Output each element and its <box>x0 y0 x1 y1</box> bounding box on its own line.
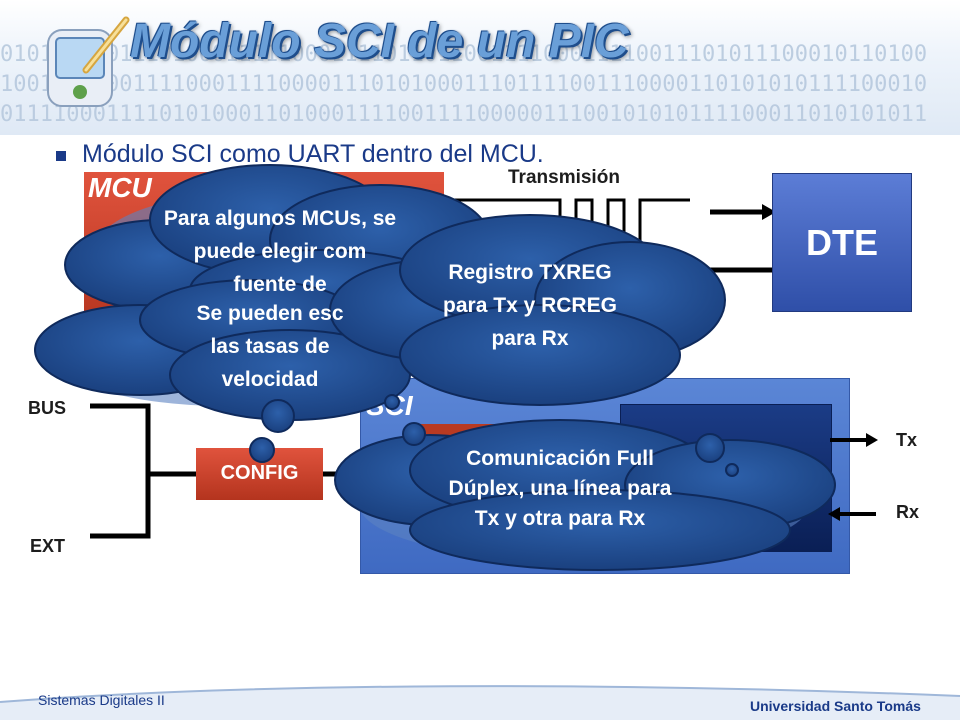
callout-registers-line-1: Registro TXREG <box>448 261 612 284</box>
config-label: CONFIG <box>220 462 299 484</box>
callout-registers-line-2: para Tx y RCREG <box>443 294 617 317</box>
tx-label: Tx <box>896 430 918 450</box>
bullet-marker <box>56 151 66 161</box>
callout-baud-rate: Se pueden esc las tasas de velocidad <box>60 297 480 396</box>
callout-mcu-clock-line-2: puede elegir com <box>193 240 367 263</box>
ext-label: EXT <box>30 536 66 556</box>
binary-background: 0101110001110100011111000111101101100111… <box>0 42 928 127</box>
callout-baud-rate-line-3: velocidad <box>221 368 319 391</box>
rx-label: Rx <box>896 502 920 522</box>
callout-mcu-clock-line-1: Para algunos MCUs, se <box>163 207 397 230</box>
callout-registers-line-3: para Rx <box>491 327 569 350</box>
mcu-label: MCU <box>88 172 152 203</box>
callout-full-duplex-line-1: Comunicación Full <box>466 447 654 470</box>
callout-baud-rate-line-2: las tasas de <box>210 335 330 358</box>
footer-university: Universidad Santo Tomás <box>750 698 921 714</box>
dte-block: DTE <box>772 173 912 312</box>
handheld-pen-icon <box>47 16 130 107</box>
header-banner <box>0 0 960 135</box>
callout-registers: Registro TXREG para Tx y RCREG para Rx <box>360 256 700 355</box>
tx-rx-lines <box>828 433 878 521</box>
dte-label: DTE <box>806 222 878 263</box>
callout-clouds <box>34 164 836 571</box>
callout-mcu-clock-line-3: fuente de <box>233 273 327 296</box>
page-title: Módulo SCI de un PIC <box>130 15 629 68</box>
bus-label: BUS <box>28 398 67 418</box>
callout-full-duplex: Comunicación Full Dúplex, una línea para… <box>370 444 750 534</box>
callout-full-duplex-line-2: Dúplex, una línea para <box>448 477 672 500</box>
footer-swoosh <box>0 685 960 720</box>
transmision-label: Transmisión <box>508 167 620 188</box>
callout-full-duplex-line-3: Tx y otra para Rx <box>474 507 646 530</box>
callout-mcu-clock: Para algunos MCUs, se puede elegir com f… <box>100 202 460 301</box>
callout-baud-rate-line-1: Se pueden esc <box>196 302 344 325</box>
footer-course: Sistemas Digitales II <box>38 692 165 708</box>
bullet-text-1: Módulo SCI como UART dentro del MCU. <box>82 140 544 168</box>
